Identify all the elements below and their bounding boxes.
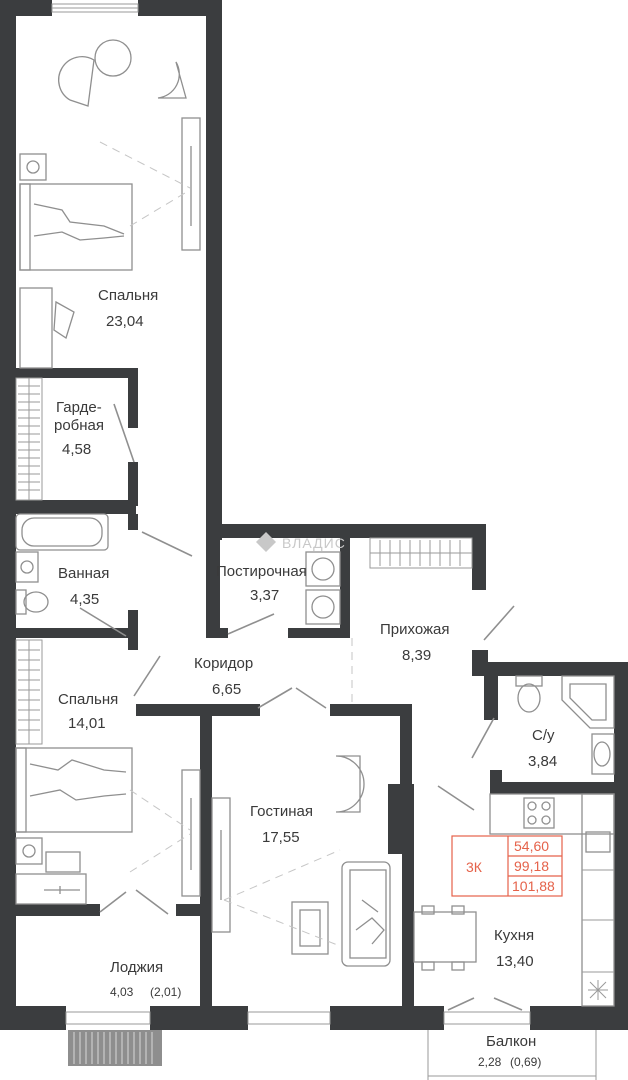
- doors: [79, 403, 523, 1011]
- living-furniture: [211, 755, 391, 967]
- room-name-hallway: Прихожая: [380, 621, 450, 638]
- room-name-wardrobe-2: робная: [54, 417, 104, 434]
- kitchen-furniture: [413, 793, 615, 1007]
- room-area-bedroom-1: 23,04: [106, 313, 144, 330]
- summary-box: 3К 54,60 99,18 101,88: [451, 835, 563, 897]
- room-area-kitchen: 13,40: [496, 953, 534, 970]
- living-area-value: 54,60: [514, 838, 549, 854]
- bedroom-1-furniture: [19, 39, 201, 369]
- apartment-type: 3К: [466, 859, 483, 875]
- room-area-reduced-loggia: (2,01): [150, 985, 181, 999]
- walls: [0, 0, 628, 1030]
- room-name-bedroom-2: Спальня: [58, 691, 118, 708]
- room-name-corridor: Коридор: [194, 655, 253, 672]
- watermark-logo: ВЛАДИС: [256, 532, 346, 552]
- balcony-outline: [427, 1030, 597, 1080]
- room-area-corridor: 6,65: [212, 681, 241, 698]
- room-name-bedroom-1: Спальня: [98, 287, 158, 304]
- bedroom-2-furniture: [15, 639, 201, 905]
- room-area-bedroom-2: 14,01: [68, 715, 106, 732]
- room-name-wardrobe-1: Гарде-: [56, 399, 102, 416]
- room-area-reduced-balcony: (0,69): [510, 1055, 541, 1069]
- watermark-text: ВЛАДИС: [282, 535, 346, 551]
- total-area-value: 99,18: [514, 858, 549, 874]
- total-with-balcony-value: 101,88: [512, 878, 555, 894]
- wardrobe-rack: [15, 377, 43, 501]
- room-area-bathroom: 4,35: [70, 591, 99, 608]
- room-area-balcony: 2,28: [478, 1055, 502, 1069]
- loggia-railing: [68, 1030, 162, 1066]
- room-name-bathroom: Ванная: [58, 565, 109, 582]
- room-area-laundry: 3,37: [250, 587, 279, 604]
- room-labels: Спальня 23,04 Гарде- робная 4,58 Ванная …: [54, 287, 557, 1069]
- room-area-wardrobe: 4,58: [62, 441, 91, 458]
- room-area-hallway: 8,39: [402, 647, 431, 664]
- room-name-living: Гостиная: [250, 803, 313, 820]
- laundry-furniture: [305, 551, 341, 625]
- windows: [51, 3, 531, 1025]
- room-area-living: 17,55: [262, 829, 300, 846]
- room-name-kitchen: Кухня: [494, 927, 534, 944]
- room-name-loggia: Лоджия: [110, 959, 163, 976]
- wc-furniture: [515, 675, 615, 775]
- room-name-balcony: Балкон: [486, 1033, 536, 1050]
- hallway-radiator: [369, 537, 473, 569]
- room-area-wc: 3,84: [528, 753, 557, 770]
- summary-frame: [451, 835, 563, 897]
- room-name-wc: С/у: [532, 727, 555, 744]
- bathroom-furniture: [15, 513, 109, 615]
- room-area-loggia: 4,03: [110, 985, 134, 999]
- room-name-laundry: Постирочная: [216, 563, 307, 580]
